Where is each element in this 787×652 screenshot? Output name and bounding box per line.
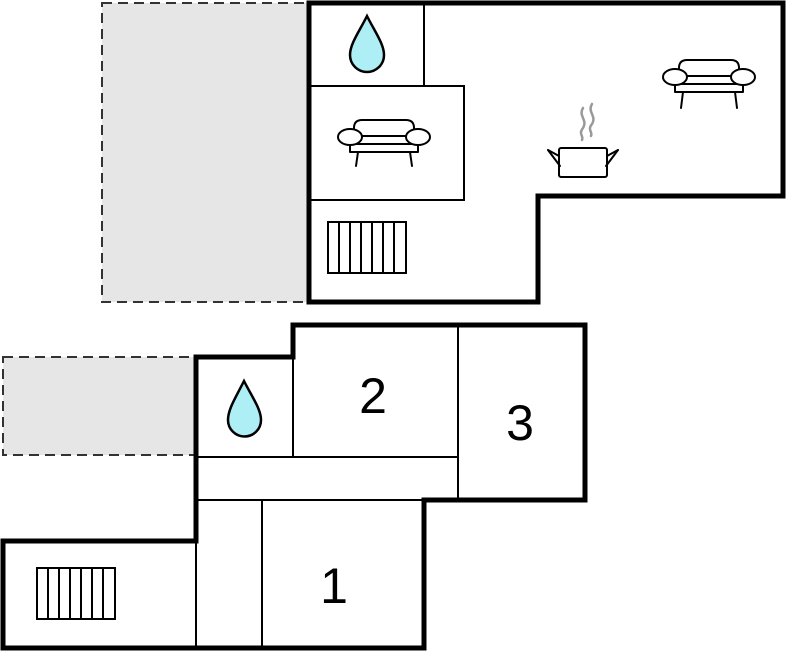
cooking-pot-icon: [547, 102, 619, 178]
upper-living-room-small: [308, 85, 465, 201]
room-number-2: 2: [359, 368, 387, 424]
radiator-icon: [327, 221, 407, 274]
terrace-upper: [101, 2, 310, 303]
sofa-icon: [337, 119, 431, 167]
room-number-1: 1: [320, 558, 348, 614]
bathroom-water-drop-icon: [226, 378, 263, 438]
room-number-3: 3: [506, 395, 534, 451]
upper-floor: [101, 0, 786, 305]
radiator-icon: [36, 567, 116, 620]
sofa-icon: [662, 59, 756, 109]
lower-floor: 2 3 1: [0, 322, 588, 651]
upper-floor-outline: [306, 0, 786, 305]
terrace-lower: [2, 356, 197, 456]
bathroom-water-drop-icon: [348, 13, 386, 74]
